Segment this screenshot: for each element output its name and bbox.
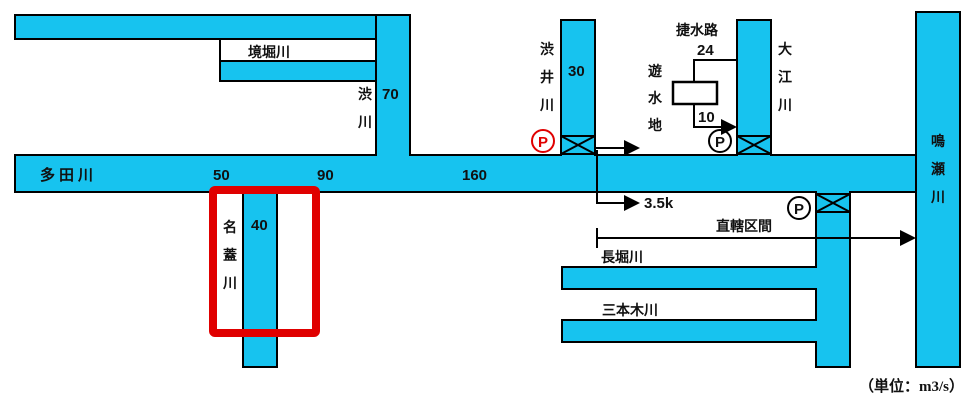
narusegawa-channel — [915, 11, 961, 368]
shibukawa-char-2: 川 — [357, 114, 372, 130]
shibukawa-char-1: 渋 — [358, 86, 372, 102]
meikawa-char-1: 名 — [223, 219, 237, 235]
yusuichi-char-3: 地 — [648, 117, 662, 133]
highlight-box — [209, 186, 320, 337]
top-left-channel — [14, 14, 411, 40]
distance-arrow — [596, 150, 640, 211]
flow-30: 30 — [568, 63, 585, 80]
flow-90: 90 — [317, 167, 334, 184]
flow-160: 160 — [462, 167, 487, 184]
nagahori-label: 長堀川 — [601, 249, 643, 265]
nagahori-channel — [561, 266, 817, 290]
pump-label: P — [715, 134, 725, 151]
flow-70: 70 — [382, 86, 399, 103]
narusegawa-char-3: 川 — [930, 189, 945, 205]
meikawa-char-3: 川 — [222, 275, 237, 291]
water-bodies — [14, 11, 961, 368]
shosuiro-structure — [671, 59, 737, 135]
chokkatsu-label: 直轄区間 — [716, 218, 772, 234]
pump-label: P — [538, 134, 548, 151]
shosuiro-label: 捷水路 — [676, 22, 719, 38]
shibuikawa-char-1: 渋 — [540, 41, 554, 57]
sluice-gate-lower — [815, 193, 851, 213]
shibuikawa-char-2: 井 — [540, 69, 554, 85]
pump-icon-shibuikawa: P — [531, 129, 555, 153]
tadagawa-label: 多田川 — [40, 166, 97, 184]
pump-label: P — [794, 201, 804, 218]
flow-10: 10 — [698, 109, 715, 126]
lower-right-channel — [815, 191, 851, 368]
sanbongi-label: 三本木川 — [602, 302, 658, 318]
sanbongi-channel — [561, 319, 817, 343]
pump-icon-lower: P — [787, 196, 811, 220]
sluice-gate-ooekawa — [736, 135, 772, 155]
tadagawa-channel — [14, 154, 921, 193]
flow-50: 50 — [213, 167, 230, 184]
labels: 多田川 50 90 160 境堀川 渋 川 70 渋 井 川 30 捷水路 24… — [40, 22, 964, 395]
unit-note: （単位：m3/s） — [859, 377, 964, 395]
ooekawa-char-1: 大 — [778, 41, 792, 57]
yusuichi-char-2: 水 — [648, 90, 663, 106]
ooekawa-char-2: 江 — [778, 69, 792, 85]
sluice-gate-shibuikawa — [560, 135, 596, 155]
shibukawa-channel — [375, 14, 411, 156]
distance-label: 3.5k — [644, 195, 674, 212]
yusuichi-box — [671, 80, 719, 106]
ooekawa-char-3: 川 — [777, 97, 792, 113]
sakaibori-label: 境堀川 — [248, 44, 290, 60]
ooekawa-channel — [736, 19, 772, 156]
yusuichi-char-1: 遊 — [648, 63, 662, 79]
sakaibori-channel — [219, 60, 377, 82]
shibuikawa-channel — [560, 19, 596, 156]
narusegawa-char-2: 瀬 — [931, 161, 945, 177]
meikawa-char-2: 蓋 — [223, 247, 237, 263]
pump-icon-ooekawa: P — [708, 129, 732, 153]
narusegawa-char-1: 鳴 — [931, 133, 945, 149]
shibuikawa-char-3: 川 — [539, 97, 554, 113]
arrows — [595, 140, 916, 248]
flow-24: 24 — [697, 42, 714, 59]
sakaibori-inner — [219, 38, 377, 62]
flow-40: 40 — [251, 217, 268, 234]
